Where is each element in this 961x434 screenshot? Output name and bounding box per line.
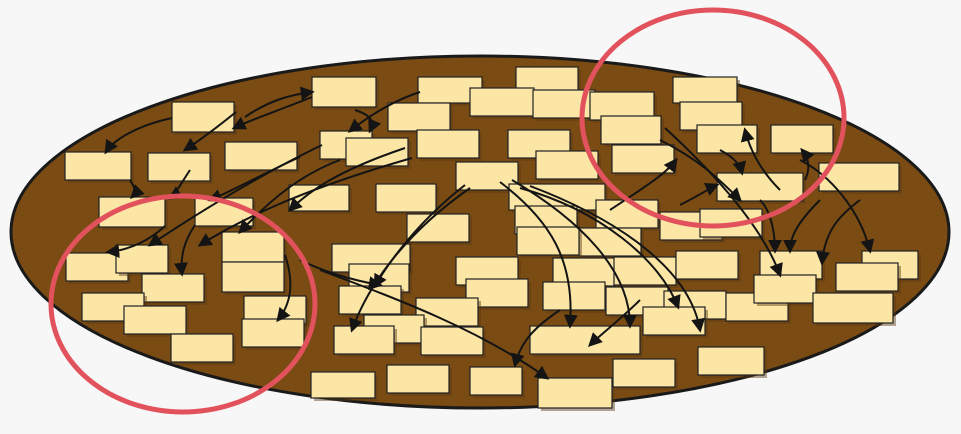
component-box bbox=[171, 101, 235, 133]
component-box bbox=[311, 76, 377, 108]
dependency-arrow bbox=[519, 187, 681, 310]
dependency-arrow bbox=[276, 254, 292, 323]
dependency-arrow bbox=[238, 159, 341, 235]
dependency-arrow bbox=[679, 182, 720, 206]
component-box bbox=[672, 76, 738, 104]
dependency-arrow bbox=[354, 109, 382, 134]
component-box bbox=[753, 274, 817, 304]
dependency-arrow bbox=[231, 96, 313, 130]
component-box bbox=[529, 325, 641, 355]
component-box bbox=[64, 151, 132, 181]
component-box bbox=[333, 325, 395, 355]
highlight-ring-upper-right bbox=[579, 7, 847, 229]
component-box bbox=[147, 152, 211, 182]
dependency-arrows bbox=[104, 86, 875, 380]
dependency-arrow bbox=[609, 157, 678, 211]
component-box bbox=[469, 87, 535, 117]
component-box bbox=[224, 141, 298, 171]
component-box bbox=[697, 346, 765, 376]
dependency-arrow bbox=[244, 86, 315, 118]
dependency-arrow bbox=[510, 309, 561, 368]
component-box bbox=[420, 326, 484, 356]
dependency-arrow bbox=[182, 111, 237, 152]
component-box bbox=[537, 377, 613, 409]
highlight-ring-left bbox=[48, 193, 318, 415]
component-box bbox=[375, 183, 437, 213]
component-box bbox=[141, 273, 205, 303]
component-box bbox=[612, 358, 676, 388]
component-box bbox=[416, 129, 480, 159]
component-box bbox=[578, 227, 642, 257]
dependency-arrow bbox=[129, 179, 145, 199]
component-box bbox=[600, 115, 662, 145]
component-box bbox=[221, 231, 285, 263]
dependency-arrow bbox=[319, 269, 550, 380]
dependency-arrow bbox=[664, 127, 783, 278]
dependency-arrow bbox=[349, 187, 471, 333]
dependency-arrow bbox=[816, 199, 861, 266]
dependency-arrow bbox=[719, 149, 747, 176]
component-box bbox=[406, 213, 470, 243]
dependency-arrow bbox=[105, 225, 166, 258]
dependency-arrow bbox=[347, 91, 421, 133]
dependency-arrow bbox=[197, 157, 413, 247]
dependency-arrow bbox=[104, 117, 173, 155]
component-box bbox=[770, 124, 834, 154]
component-box bbox=[675, 250, 739, 280]
component-box bbox=[415, 297, 479, 327]
dependency-arrow bbox=[499, 181, 578, 329]
dependency-arrow bbox=[529, 185, 706, 333]
dependency-arrow bbox=[800, 147, 815, 181]
component-box bbox=[386, 364, 450, 394]
component-box bbox=[387, 102, 451, 132]
component-box bbox=[611, 144, 675, 174]
component-box bbox=[812, 292, 894, 324]
component-box bbox=[835, 262, 899, 292]
component-box bbox=[170, 333, 234, 363]
dependency-arrow bbox=[799, 159, 875, 254]
dependency-arrow bbox=[173, 224, 196, 277]
component-box bbox=[241, 318, 305, 348]
component-box bbox=[589, 91, 655, 121]
dependency-arrow bbox=[588, 299, 641, 347]
component-box bbox=[716, 172, 804, 202]
component-box bbox=[542, 281, 606, 311]
dependency-arrow bbox=[288, 147, 406, 212]
dependency-arrow bbox=[783, 199, 821, 254]
component-box bbox=[613, 256, 677, 286]
component-box bbox=[310, 371, 376, 399]
dependency-arrow bbox=[740, 127, 781, 191]
dependency-arrow bbox=[759, 199, 782, 254]
component-box bbox=[455, 161, 519, 191]
component-box bbox=[469, 366, 523, 396]
component-box bbox=[221, 261, 285, 293]
component-box bbox=[818, 162, 900, 192]
component-box bbox=[123, 305, 187, 335]
dependency-arrow bbox=[511, 179, 637, 329]
dependency-arrow bbox=[147, 144, 323, 247]
